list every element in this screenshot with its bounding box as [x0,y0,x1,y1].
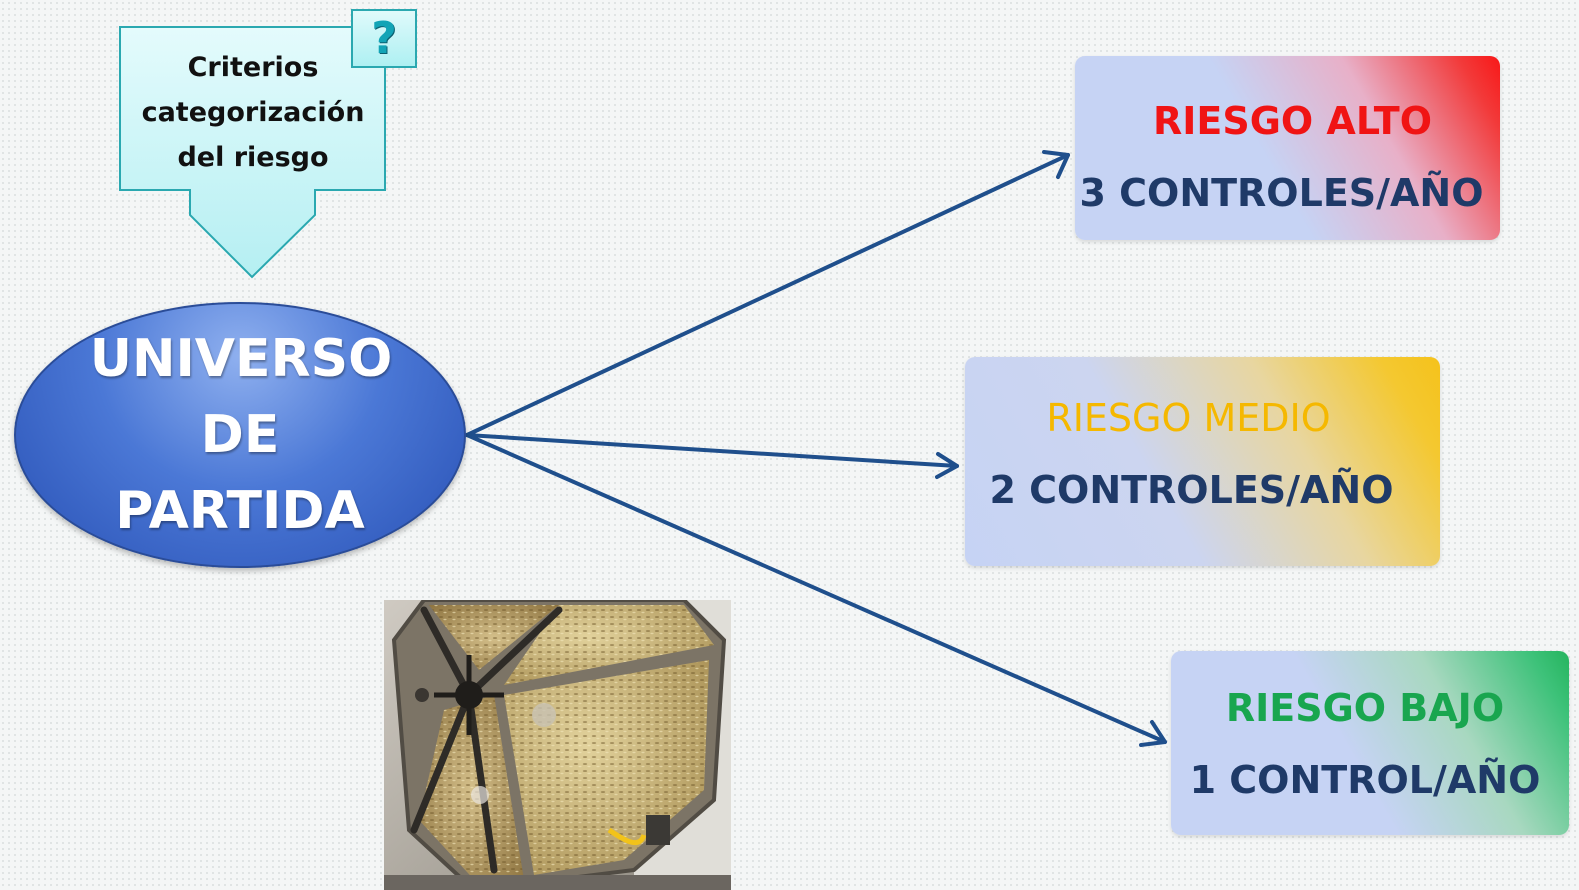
drum-machine-photo [384,600,731,890]
risk-low-controls: 1 CONTROL/AÑO [1189,758,1541,802]
risk-medium-box: RIESGO MEDIO 2 CONTROLES/AÑO [965,357,1440,566]
risk-low-box: RIESGO BAJO 1 CONTROL/AÑO [1171,651,1569,835]
risk-high-box: RIESGO ALTO 3 CONTROLES/AÑO [1075,56,1500,240]
callout-label: Criterios categorización del riesgo [122,45,384,180]
arrow-to-high [465,153,1070,437]
arrow-to-low [465,433,1167,744]
arrow-to-medium [465,433,959,468]
risk-medium-controls: 2 CONTROLES/AÑO [989,468,1394,512]
arrowhead-medium [935,452,959,479]
center-line-2: DE [200,405,280,465]
question-mark-icon[interactable]: ? [351,9,417,68]
callout-line-1: Criterios [187,52,319,83]
risk-medium-title: RIESGO MEDIO [1046,396,1331,440]
arrowhead-low [1139,720,1167,747]
universo-de-partida-node: UNIVERSO DE PARTIDA [14,302,466,568]
risk-high-title: RIESGO ALTO [1152,99,1432,143]
center-line-1: UNIVERSO [89,329,393,389]
callout-line-2: categorización [141,97,365,128]
callout-line-3: del riesgo [177,142,329,173]
arrowhead-high [1042,150,1070,179]
callout-arrow-shape [119,26,386,279]
question-glyph: ? [371,12,397,64]
risk-high-controls: 3 CONTROLES/AÑO [1079,171,1484,215]
risk-low-title: RIESGO BAJO [1225,686,1505,730]
center-line-3: PARTIDA [115,481,365,541]
drum-machine-illustration [384,600,731,890]
